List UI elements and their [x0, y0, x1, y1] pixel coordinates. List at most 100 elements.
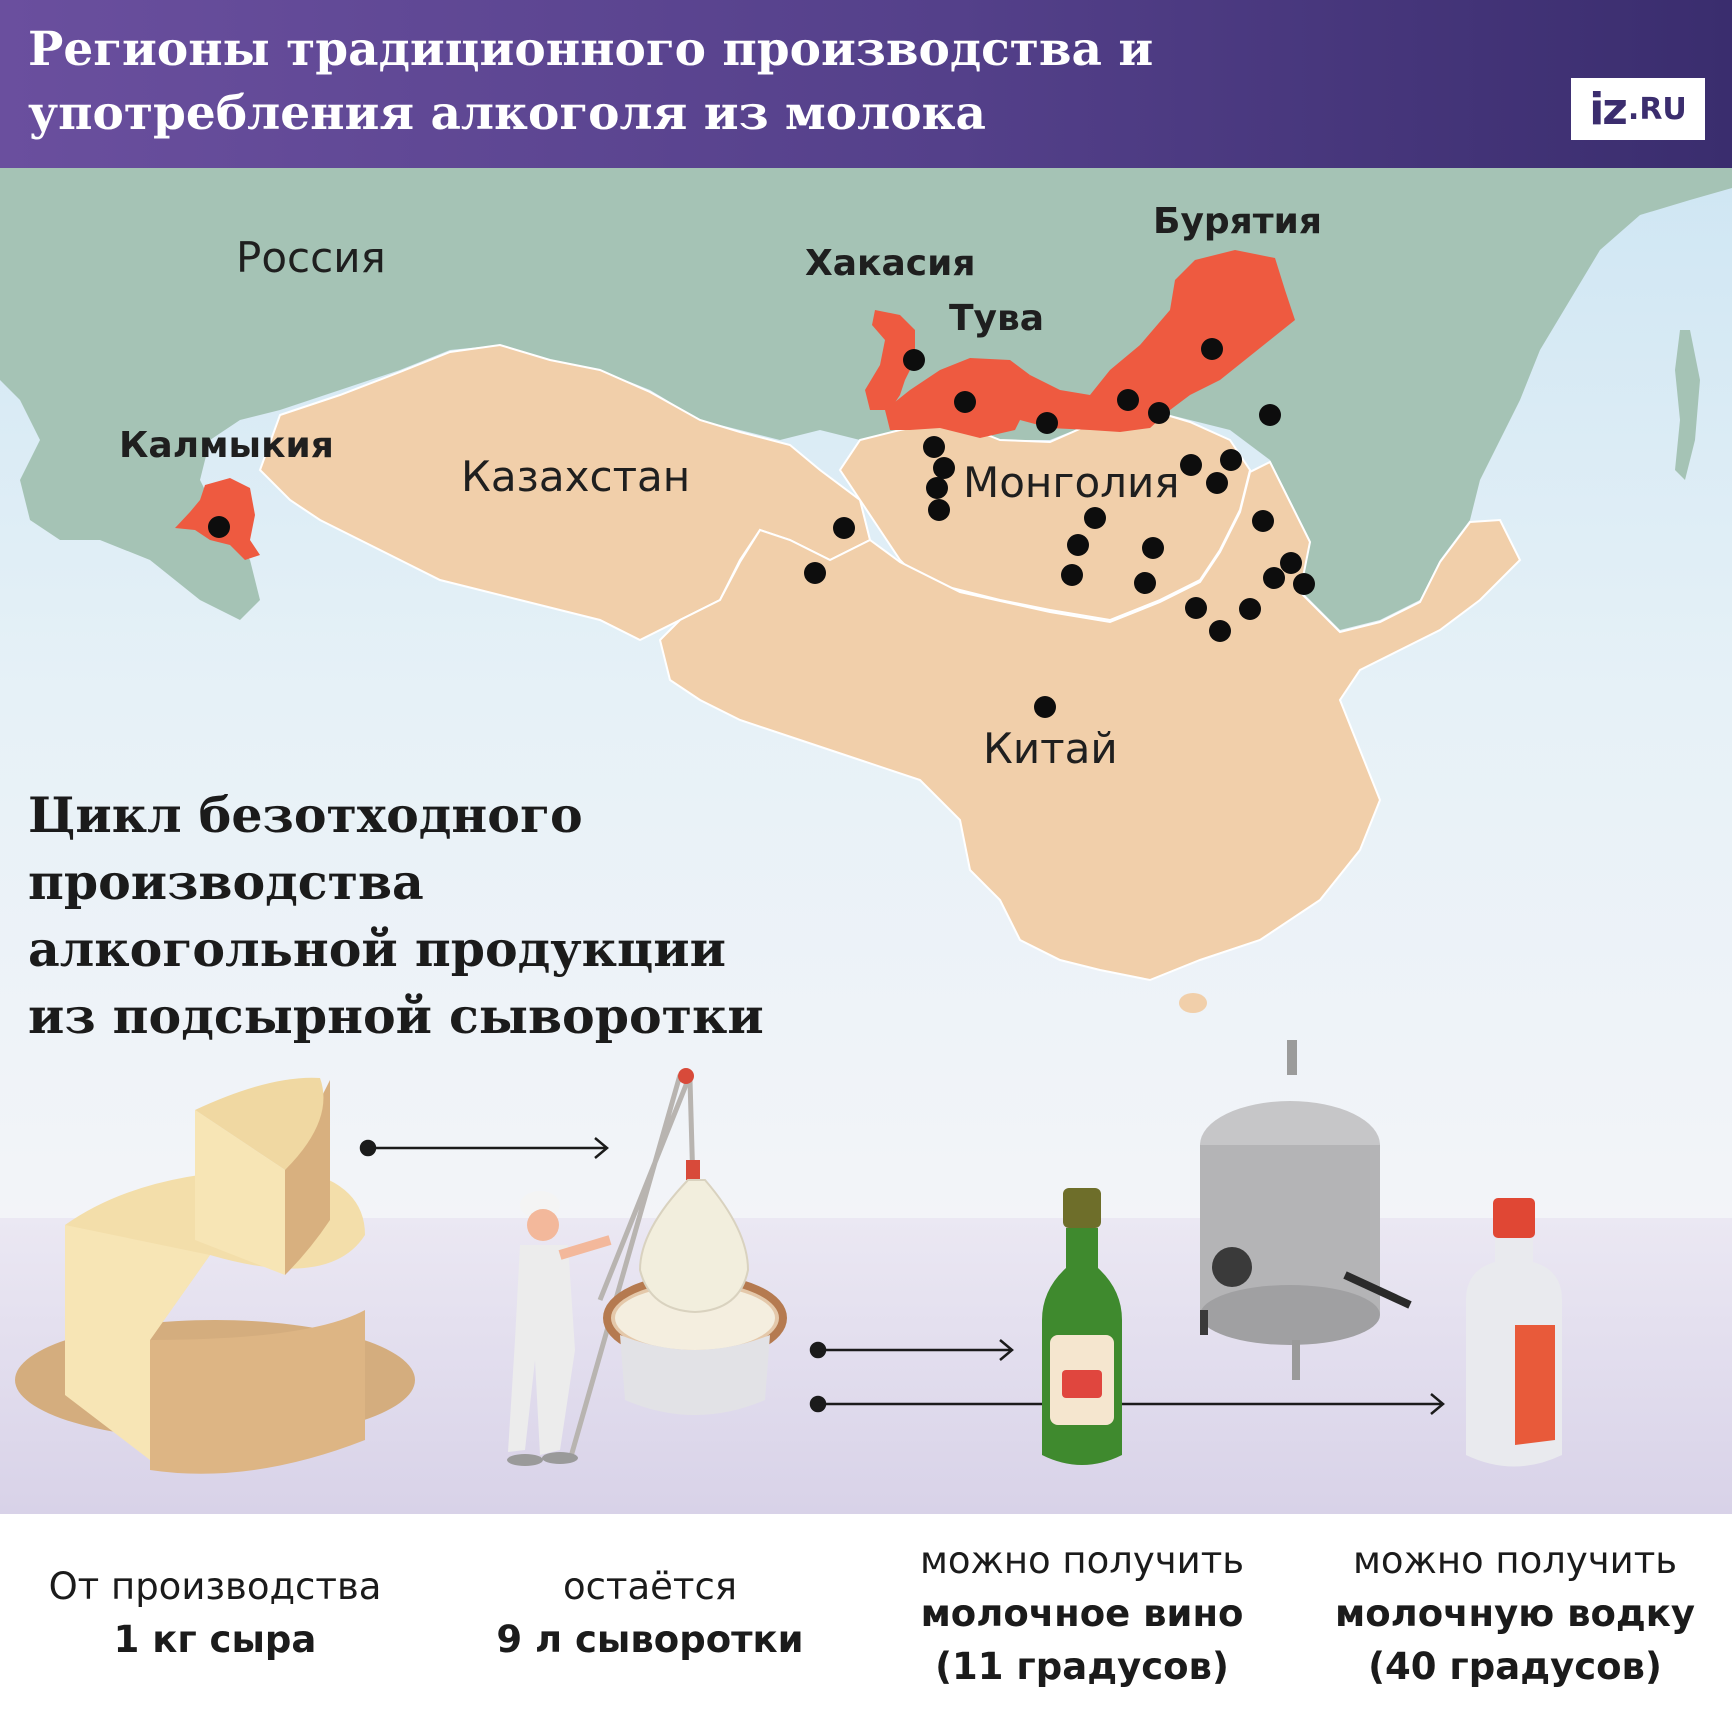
label-khakassia: Хакасия — [805, 243, 976, 284]
cheese-lower-wheel — [150, 1310, 365, 1474]
distiller-leg — [1200, 1310, 1208, 1335]
caption-vodka-line2: молочную водку — [1334, 1592, 1696, 1635]
whey-surface — [615, 1286, 775, 1350]
dot[interactable] — [1036, 412, 1058, 434]
distiller-bottom — [1200, 1285, 1380, 1345]
worker-shoe-2 — [542, 1452, 578, 1464]
page-title: Регионы традиционного производства и упо… — [28, 22, 1154, 141]
caption-vodka-line1: можно получить — [1352, 1539, 1678, 1582]
dot[interactable] — [1239, 598, 1261, 620]
hoist-pulley — [678, 1068, 694, 1084]
cheese-cloth-bag — [638, 1179, 750, 1314]
dot[interactable] — [928, 499, 950, 521]
regions-map — [0, 168, 1732, 1013]
cheese-top-wedge-top — [195, 1077, 324, 1170]
distiller-leg — [1292, 1340, 1300, 1380]
distiller-illustration — [1200, 1040, 1412, 1380]
hoist-hook — [686, 1160, 700, 1180]
dot[interactable] — [1280, 552, 1302, 574]
dot-kalmykia[interactable] — [208, 516, 230, 538]
production-illustration — [15, 1040, 1562, 1474]
dot[interactable] — [923, 436, 945, 458]
hainan-shape — [1179, 993, 1207, 1013]
worker-shoe-1 — [507, 1454, 543, 1466]
dot[interactable] — [1252, 510, 1274, 532]
dot[interactable] — [926, 477, 948, 499]
caption-whey-line2: 9 л сыворотки — [496, 1618, 804, 1661]
caption-wine-line2: молочное вино — [920, 1592, 1244, 1635]
dot[interactable] — [1061, 564, 1083, 586]
dot[interactable] — [1134, 572, 1156, 594]
dot[interactable] — [1263, 567, 1285, 589]
vodka-bottle-illustration — [1466, 1198, 1562, 1467]
dot[interactable] — [1084, 507, 1106, 529]
vodka-bottle-label — [1515, 1325, 1555, 1445]
cheese-wheel-illustration — [15, 1077, 415, 1474]
khakassia-shape — [865, 310, 915, 410]
label-buryatia: Бурятия — [1153, 201, 1322, 242]
cheese-top-wedge-face — [195, 1110, 285, 1275]
dot-khakassia[interactable] — [903, 349, 925, 371]
caption-whey: остаётся 9 л сыворотки — [460, 1560, 840, 1666]
label-mongolia: Монголия — [963, 458, 1180, 507]
dot[interactable] — [1209, 620, 1231, 642]
dot-buryatia[interactable] — [1201, 338, 1223, 360]
dot[interactable] — [804, 562, 826, 584]
distiller-valve-wheel[interactable] — [1212, 1247, 1252, 1287]
worker-body — [508, 1245, 575, 1455]
cheese-lower-left-face — [65, 1225, 210, 1460]
dot[interactable] — [1117, 389, 1139, 411]
distiller-pipe — [1287, 1040, 1297, 1075]
caption-wine-line3: (11 градусов) — [935, 1645, 1229, 1688]
logo-suffix: .RU — [1627, 91, 1687, 127]
caption-cheese-line2: 1 кг сыра — [113, 1618, 317, 1661]
header-banner: Регионы традиционного производства и упо… — [0, 0, 1732, 168]
caption-whey-line1: остаётся — [562, 1565, 738, 1608]
russia-shape — [0, 168, 1732, 630]
production-dots — [208, 338, 1315, 718]
wine-label-stripe — [1062, 1370, 1102, 1398]
dot-tuva[interactable] — [954, 391, 976, 413]
cheesemaker-illustration — [507, 1068, 787, 1466]
dot[interactable] — [1142, 537, 1164, 559]
vodka-bottle-cap — [1493, 1198, 1535, 1238]
cycle-title: Цикл безотходного производства алкогольн… — [28, 786, 764, 1045]
dot[interactable] — [933, 457, 955, 479]
label-china: Китай — [983, 724, 1118, 773]
arrow-2-head — [999, 1339, 1014, 1361]
wine-bottle-illustration — [1042, 1188, 1122, 1465]
vat-body — [620, 1335, 770, 1415]
buryatia-shape — [1020, 250, 1295, 432]
dot[interactable] — [1259, 404, 1281, 426]
iz-ru-logo[interactable]: iz.RU — [1571, 78, 1705, 140]
sakhalin-shape — [1675, 330, 1700, 480]
caption-cheese: От производства 1 кг сыра — [30, 1560, 400, 1666]
dot[interactable] — [1180, 454, 1202, 476]
distiller-outlet — [1343, 1271, 1412, 1309]
worker-head — [527, 1209, 559, 1241]
arrow-1-head — [594, 1137, 609, 1159]
dot[interactable] — [1067, 534, 1089, 556]
dot[interactable] — [1148, 402, 1170, 424]
caption-vodka: можно получить молочную водку (40 градус… — [1310, 1534, 1720, 1693]
flow-arrows — [359, 1137, 1445, 1415]
logo-main: iz — [1589, 83, 1628, 135]
caption-wine: можно получить молочное вино (11 градусо… — [880, 1534, 1284, 1693]
dot[interactable] — [1220, 449, 1242, 471]
label-tuva: Тува — [949, 298, 1045, 339]
dot[interactable] — [1034, 696, 1056, 718]
dot[interactable] — [833, 517, 855, 539]
caption-wine-line1: можно получить — [919, 1539, 1245, 1582]
label-kazakhstan: Казахстан — [461, 452, 691, 501]
hoist-rope — [567, 1074, 693, 1461]
dot[interactable] — [1206, 472, 1228, 494]
cheese-top-wedge-side — [285, 1080, 330, 1275]
china-shape — [658, 460, 1522, 982]
label-kalmykia: Калмыкия — [119, 425, 334, 466]
wine-bottle-cap — [1063, 1188, 1101, 1228]
dot[interactable] — [1293, 573, 1315, 595]
worker-arm — [558, 1235, 612, 1260]
caption-vodka-line3: (40 градусов) — [1368, 1645, 1662, 1688]
dot[interactable] — [1185, 597, 1207, 619]
label-russia: Россия — [236, 233, 386, 282]
